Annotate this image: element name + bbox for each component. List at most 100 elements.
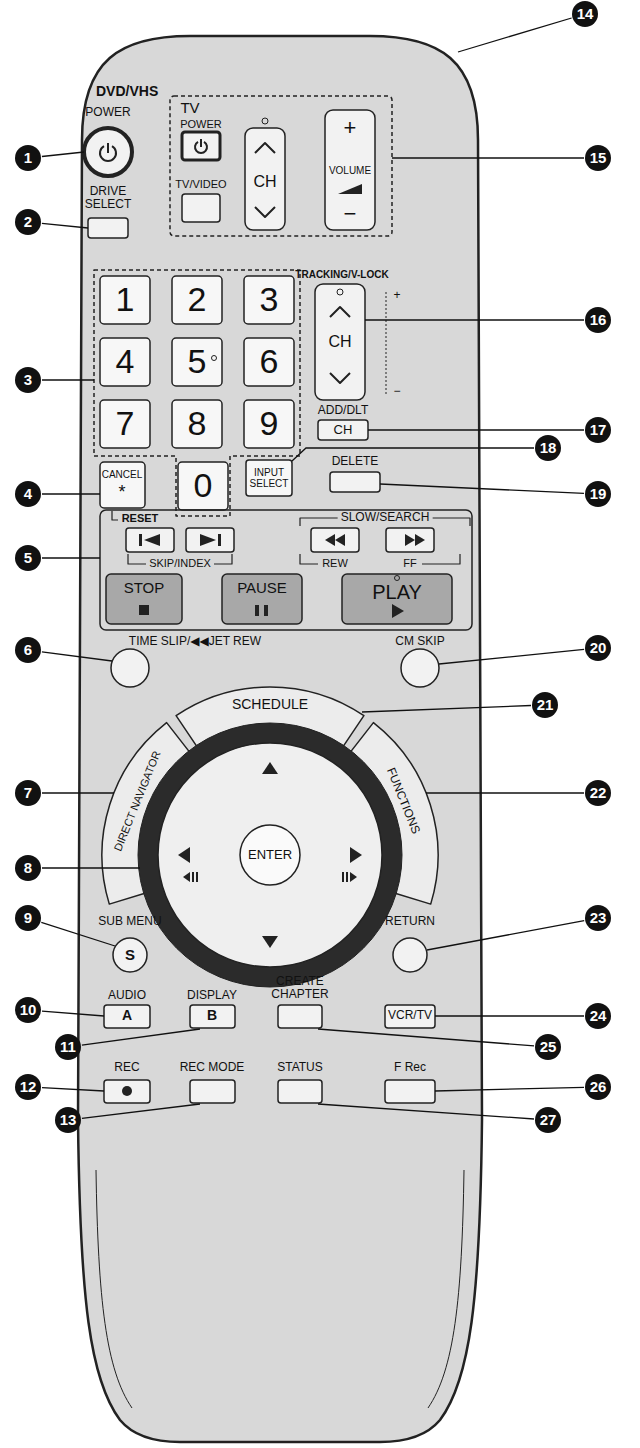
label-anchor: 6 [15,637,41,663]
label-anchor: A [122,1008,132,1023]
leader-line [42,493,100,494]
number-key [100,276,150,324]
chevron-down [330,373,350,383]
button-label: 3 [260,281,279,318]
play-icon [392,604,404,618]
button-label: 5 [188,343,207,380]
callout-number: 16 [585,307,611,333]
create-chapter-button [278,1005,322,1028]
callout-number: 5 [15,545,41,571]
label-anchor: 9 [15,905,41,931]
tv-video-button [182,194,220,222]
button-label: RETURN [385,915,435,928]
arrow-up [262,762,278,774]
volume-wedge [338,184,362,194]
button-label: FF [403,557,416,569]
label-anchor: 2 [188,281,207,318]
label-anchor: 6 [260,343,279,380]
label-anchor: 11 [55,1034,81,1060]
button-label: VCR/TV [388,1009,432,1022]
label-anchor: INPUT SELECT [249,467,289,489]
chevron-up [255,143,275,153]
leader-line [365,319,584,320]
callout-number: 4 [15,481,41,507]
play-button [342,574,452,624]
label-anchor: 5 [15,545,41,571]
stop-button [106,574,182,624]
label-anchor: CANCEL [102,469,143,480]
button-label: AUDIO [108,989,146,1002]
button-label: FUNCTIONS [384,766,422,836]
leader-line [82,1104,200,1118]
button-label: F Rec [394,1061,426,1074]
leader-line [435,1087,584,1091]
label-anchor: STATUS [277,1061,323,1074]
callout-number: 20 [585,635,611,661]
volume-rocker [325,110,375,230]
label-anchor: 15 [585,145,611,171]
rec-button [104,1080,150,1103]
label-anchor: 23 [585,905,611,931]
label-anchor: 25 [535,1034,561,1060]
keypad-outline [94,270,300,516]
tactile-dot [262,118,268,124]
callout-number: 17 [585,417,611,443]
callout-number: 7 [15,780,41,806]
f-rec-button [385,1080,435,1103]
label-anchor: FUNCTIONS [384,766,422,836]
button-label: DVD/VHS [96,84,158,99]
transport-outline [100,510,472,630]
button-label: 0 [194,467,213,504]
label-anchor: VOLUME [329,165,371,176]
button-label: CH [328,333,351,351]
label-anchor: − [393,385,400,398]
label-anchor: 4 [15,481,41,507]
label-anchor: 10 [15,997,41,1023]
arrow-right [350,847,362,863]
body-contour [96,1170,464,1408]
skip-icon [200,534,216,546]
label-anchor: CH [253,173,276,191]
label-anchor: DELETE [332,455,379,468]
slow-icon [183,872,190,882]
label-anchor: CM SKIP [395,635,444,648]
label-anchor: DIRECT NAVIGATOR [111,749,162,853]
button-label: STOP [124,580,165,597]
leader-line [42,557,100,558]
label-anchor: 26 [585,1074,611,1100]
label-anchor: SCHEDULE [232,697,308,712]
callout-number: 18 [535,435,561,461]
button-label: REC MODE [180,1061,245,1074]
leader-line [42,652,112,661]
skip-icon [139,534,142,546]
label-anchor: F Rec [394,1061,426,1074]
number-key [244,276,294,324]
label-anchor: 22 [585,780,611,806]
label-anchor: B [207,1008,217,1023]
button-label: − [344,202,357,226]
callout-number: 10 [15,997,41,1023]
label-anchor: 18 [535,435,561,461]
label-anchor: STOP [124,580,165,597]
label-anchor: PLAY [372,581,422,603]
label-anchor: DRIVE SELECT [83,185,133,211]
dial-ring [138,723,402,987]
leader-line [392,157,584,158]
label-anchor: 9 [260,405,279,442]
tv-power-button [182,132,220,160]
number-key [178,462,228,510]
label-anchor: 19 [585,481,611,507]
label-anchor: − [344,202,357,226]
label-anchor: CH [328,333,351,351]
leader-line [435,1015,584,1016]
label-anchor: 20 [585,635,611,661]
button-label: CH [253,173,276,191]
button-label: A [122,1008,132,1023]
label-anchor: * [118,483,125,503]
label-anchor: POWER [180,118,222,130]
skip-icon [218,534,221,546]
chevron-up [330,307,350,317]
label-anchor: TV [180,100,199,117]
label-anchor: POWER [85,106,130,119]
